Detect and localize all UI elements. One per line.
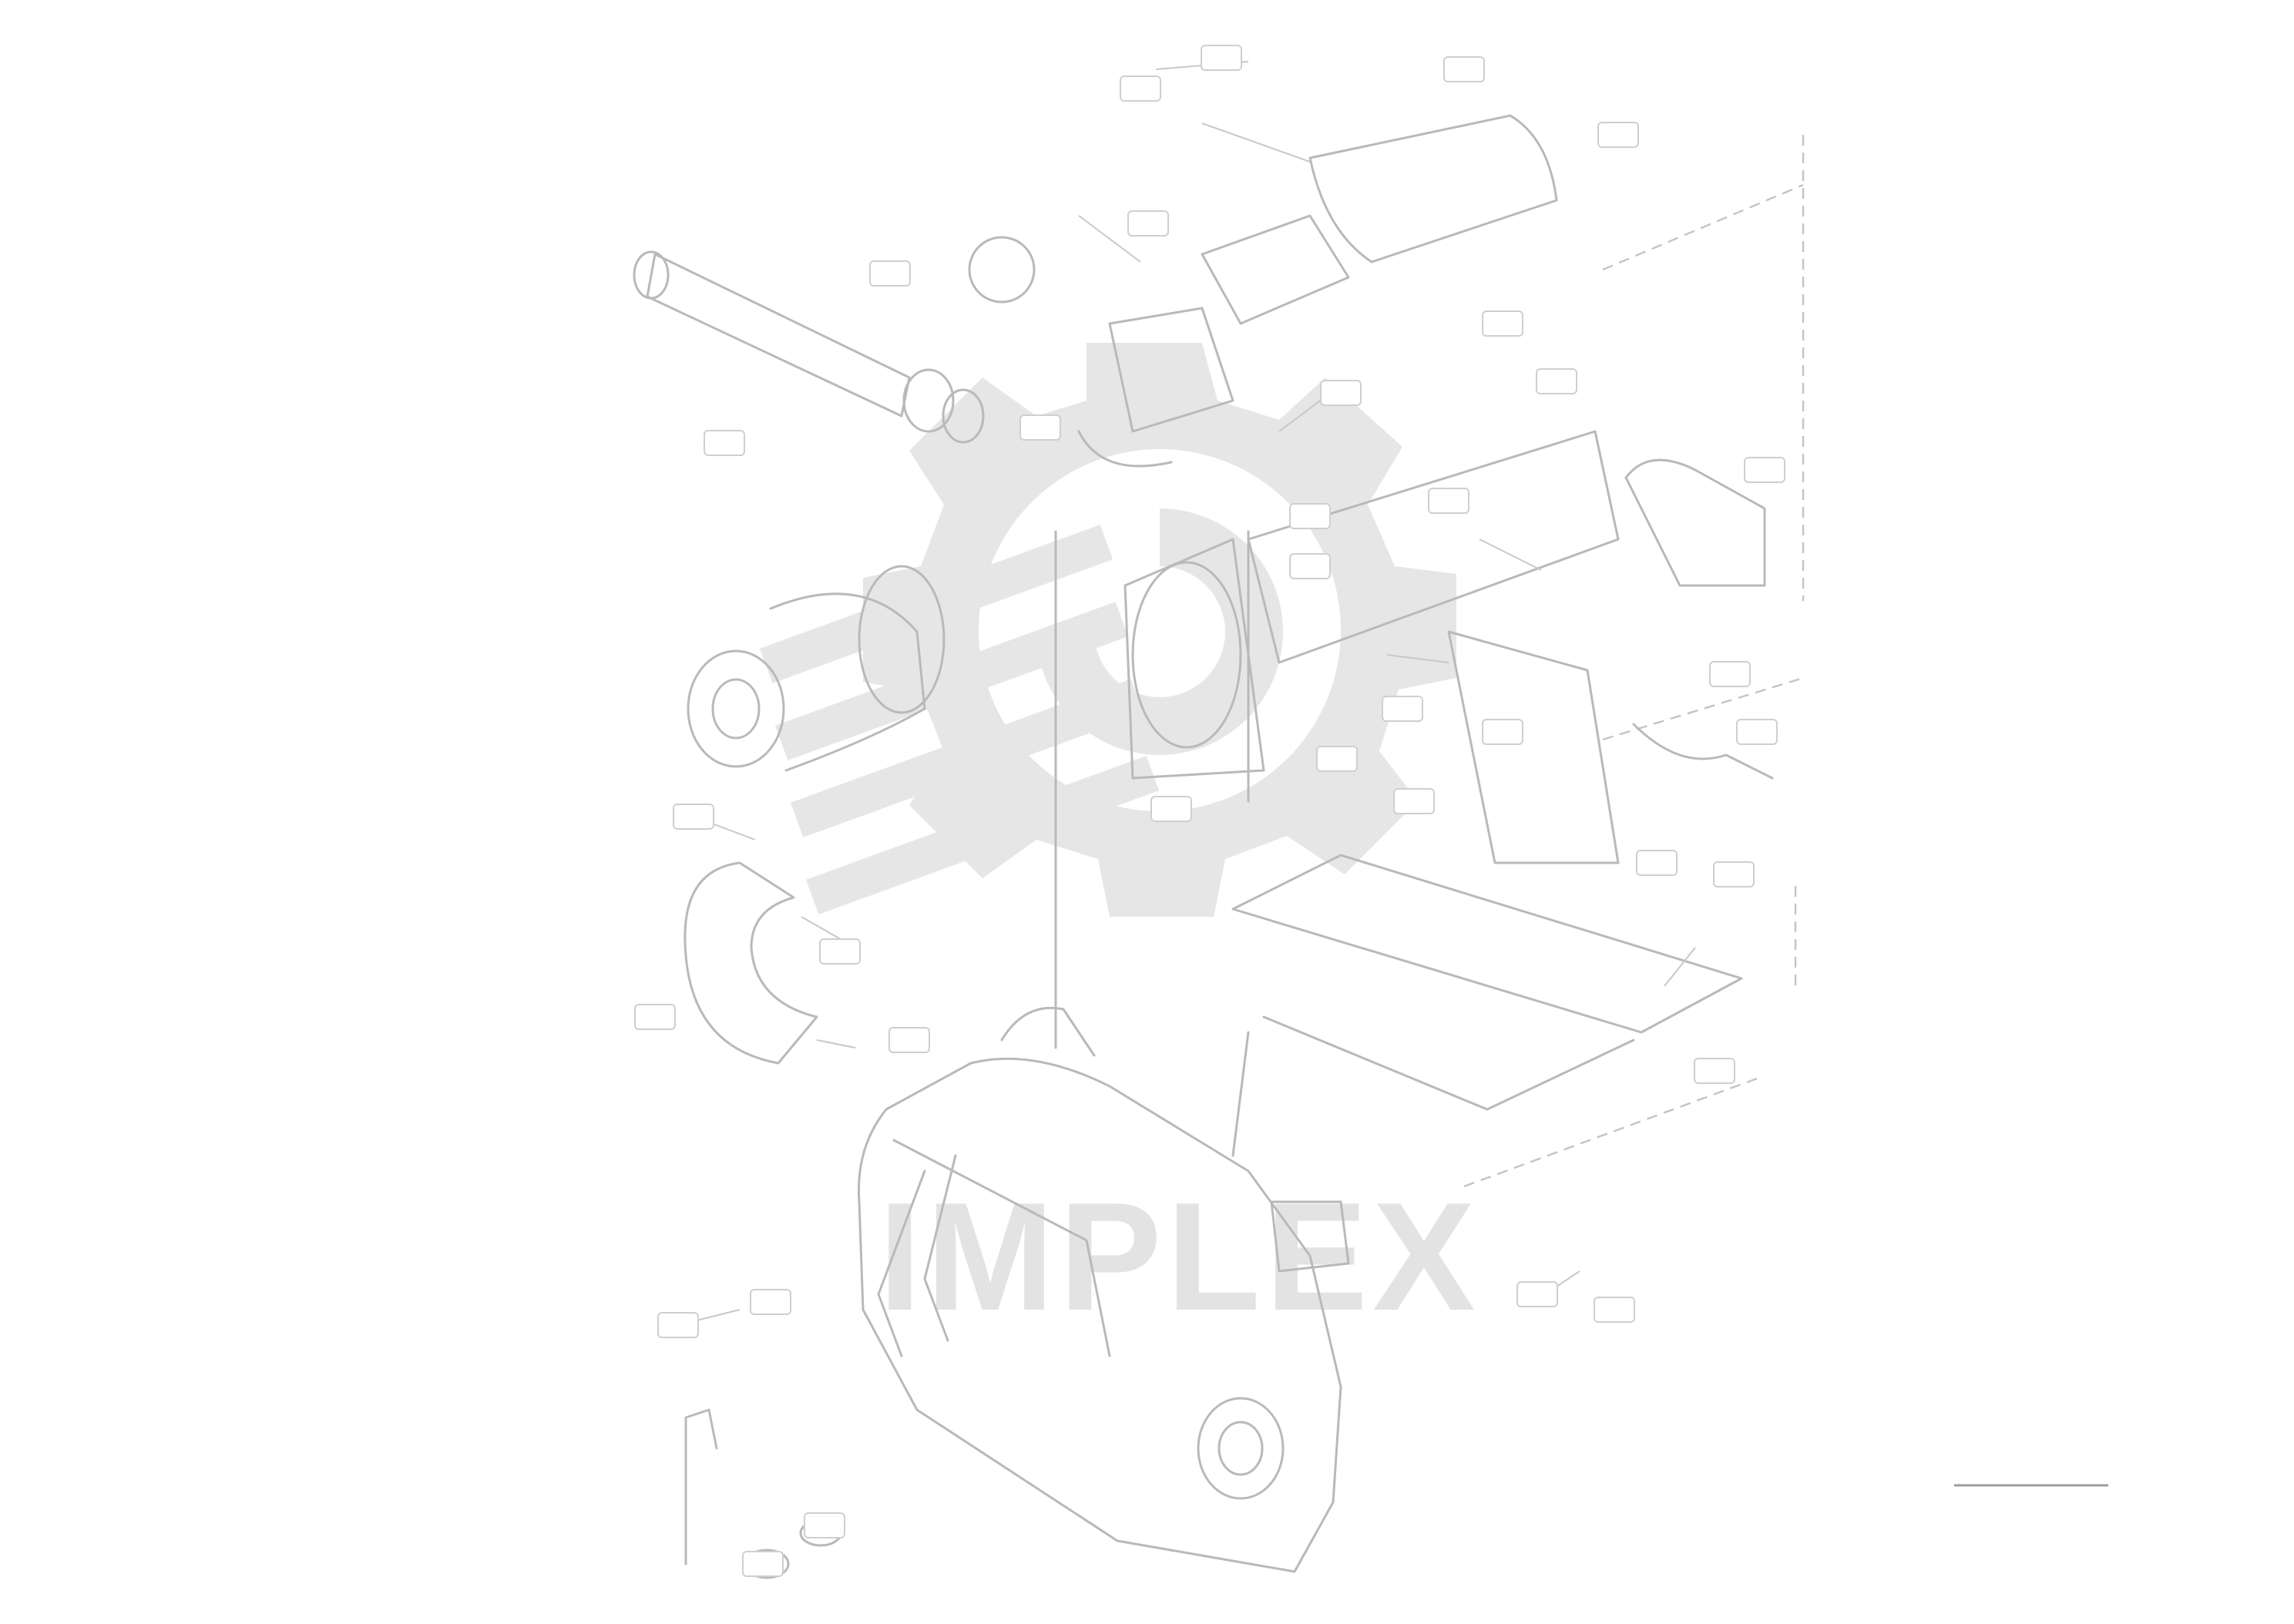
callout-marker xyxy=(1597,122,1639,148)
callout-marker xyxy=(1636,850,1678,876)
callout-marker xyxy=(742,1551,784,1577)
callout-marker xyxy=(657,1312,699,1338)
callout-marker xyxy=(869,260,911,287)
callout-marker xyxy=(804,1512,845,1538)
callout-marker xyxy=(634,1004,676,1030)
callout-marker xyxy=(750,1289,791,1315)
callout-marker xyxy=(1482,310,1523,337)
callout-marker xyxy=(1516,1281,1558,1307)
callout-marker xyxy=(1150,796,1192,822)
callout-marker xyxy=(1127,210,1169,237)
callout-marker xyxy=(1744,457,1785,483)
callout-marker xyxy=(1120,75,1161,102)
watermark-gear-icon xyxy=(759,343,1456,917)
callout-marker xyxy=(819,938,861,965)
callout-marker xyxy=(888,1027,930,1053)
callout-marker xyxy=(1709,661,1751,687)
callout-marker xyxy=(1316,746,1358,772)
callout-marker xyxy=(1428,488,1469,514)
callout-marker xyxy=(1289,503,1331,529)
watermark-text: IMPLEX xyxy=(878,1171,1480,1343)
callout-marker xyxy=(1320,380,1362,406)
callout-layer xyxy=(634,45,1785,1577)
callout-marker xyxy=(1694,1058,1735,1084)
callout-marker xyxy=(1019,414,1061,441)
callout-marker xyxy=(1482,719,1523,745)
callout-marker xyxy=(1713,861,1755,887)
callout-marker xyxy=(1736,719,1778,745)
callout-marker xyxy=(1443,56,1485,82)
callout-marker xyxy=(673,804,714,830)
callout-marker xyxy=(704,430,745,456)
callout-marker xyxy=(1393,788,1435,814)
callout-marker xyxy=(1382,696,1423,722)
callout-marker xyxy=(1201,45,1242,71)
callout-marker xyxy=(1289,553,1331,579)
callout-marker xyxy=(1594,1297,1635,1323)
callout-marker xyxy=(1536,368,1577,394)
